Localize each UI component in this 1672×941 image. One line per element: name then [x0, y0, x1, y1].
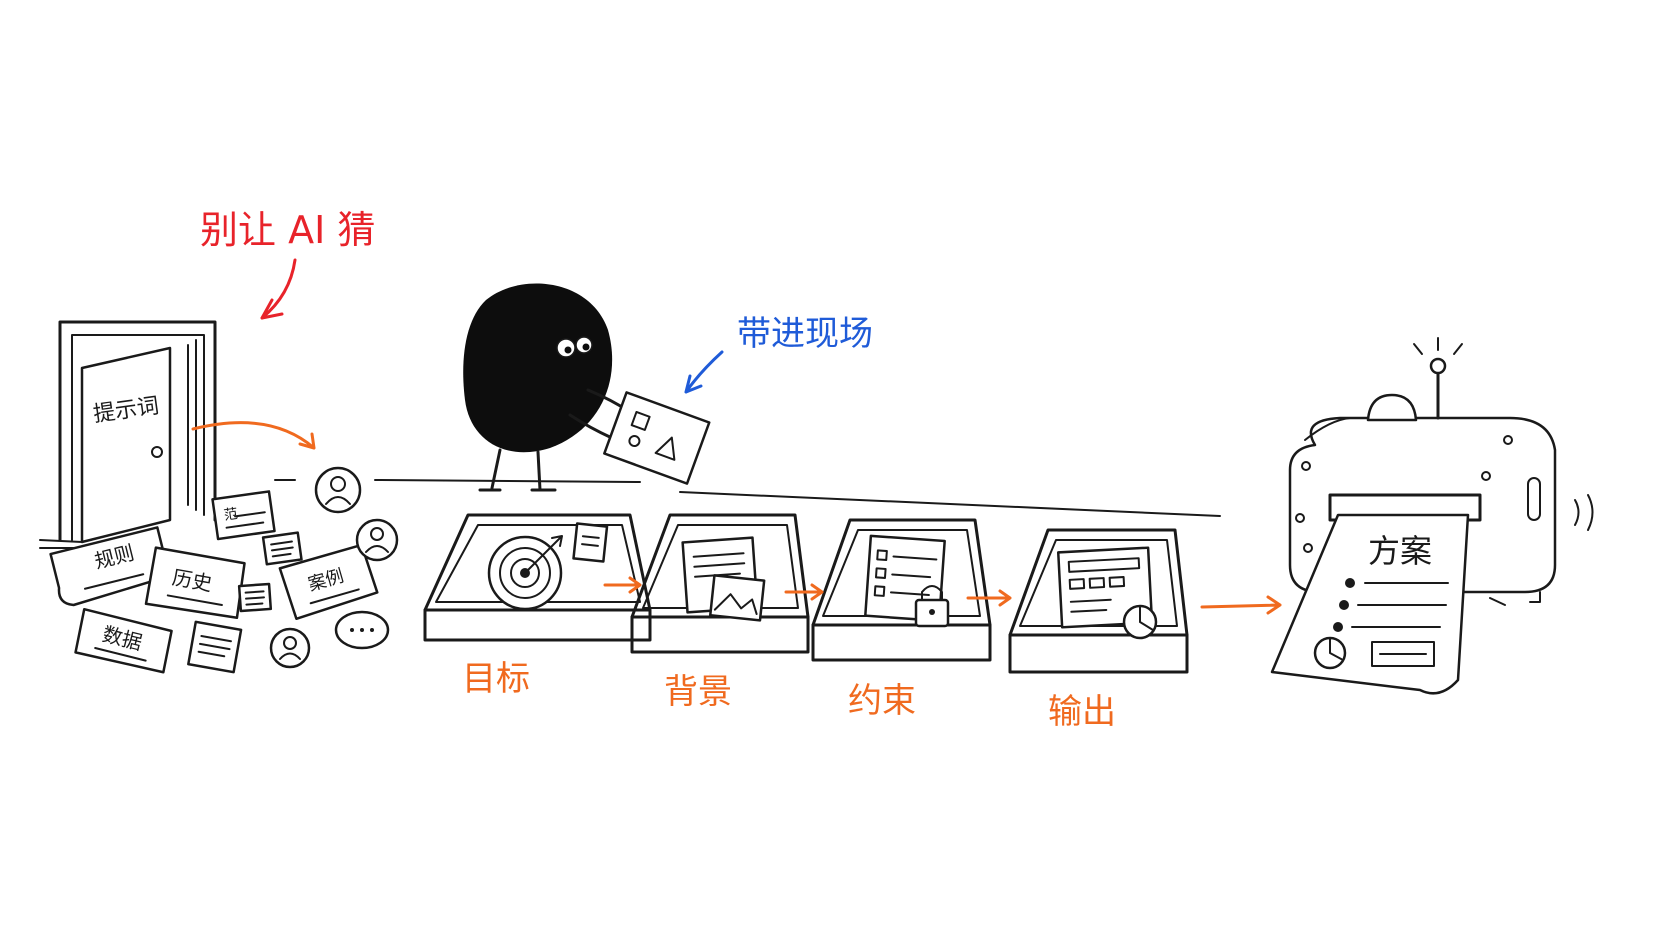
step-box-context [630, 513, 810, 654]
annotation-dont-guess: 别让 AI 猜 [200, 208, 375, 252]
door-icon [39, 320, 217, 549]
report-chart-icon [1056, 546, 1158, 640]
flow-arrows [603, 576, 1282, 615]
scattered-notes [49, 490, 379, 674]
ground-line [274, 479, 1221, 517]
held-paper-icon [603, 391, 711, 485]
output-document-icon [1270, 513, 1470, 695]
chat-bubble-icon [334, 610, 390, 650]
annotation-arrow-red [260, 258, 297, 320]
document-image-icon [681, 536, 766, 622]
step-label-goal: 目标 [462, 659, 530, 699]
step-box-constraints [811, 518, 992, 662]
note-list-b [237, 582, 273, 613]
step-label-context: 背景 [664, 672, 732, 712]
step-box-output [1008, 528, 1189, 674]
door-arrow [191, 421, 316, 450]
note-history [144, 546, 246, 620]
target-icon [487, 522, 609, 611]
note-rules [49, 526, 171, 607]
avatar-icon [314, 466, 362, 514]
note-list-c [187, 620, 243, 674]
note-cases [278, 543, 379, 621]
checklist-lock-icon [864, 534, 950, 628]
step-label-output: 输出 [1048, 692, 1116, 732]
annotation-arrow-blue [684, 350, 724, 394]
note-data [74, 607, 173, 674]
step-box-goal [423, 513, 652, 642]
step-label-constraints: 约束 [848, 681, 916, 721]
note-small-top [211, 490, 276, 541]
bean-character-icon [463, 283, 632, 492]
annotation-bring-context: 带进现场 [737, 314, 873, 354]
output-document-title: 方案 [1368, 532, 1432, 570]
avatar-icon [269, 627, 311, 669]
note-label-small: 范 [223, 505, 239, 524]
avatar-icon [355, 518, 399, 562]
note-list-a [261, 531, 303, 566]
